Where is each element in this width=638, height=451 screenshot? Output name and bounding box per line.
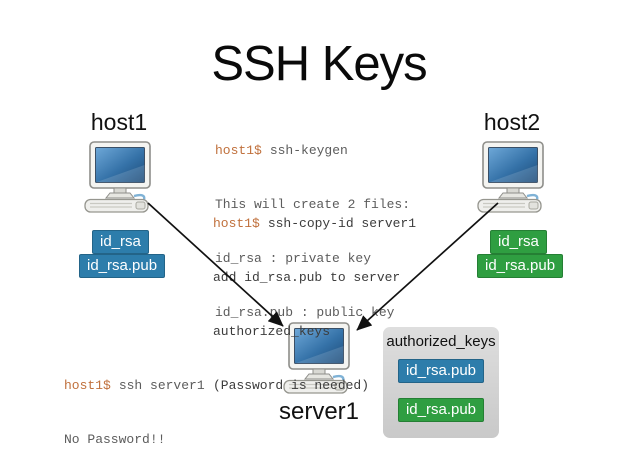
host1-label: host1 — [90, 109, 148, 135]
code-line: (Password is needed) — [213, 378, 370, 393]
code-line: add id_rsa.pub to server — [213, 270, 401, 285]
shell-command: ssh-copy-id server1 — [267, 216, 417, 231]
shell-prompt: host1$ — [215, 143, 262, 158]
code-line: authorized_keys — [213, 324, 331, 339]
host1-id-rsa-pub-badge: id_rsa.pub — [79, 254, 166, 278]
authorized-key-entry-host2: id_rsa.pub — [397, 398, 485, 422]
host2-label: host2 — [483, 109, 541, 135]
shell-prompt: host1$ — [64, 378, 111, 393]
code-line: No Password!! — [64, 432, 166, 447]
code-block-ssh-login: host1$ ssh server1 No Password!! — [64, 341, 205, 451]
server-label: server1 — [278, 398, 360, 425]
host1-id-rsa-badge: id_rsa — [92, 230, 149, 254]
host2-id-rsa-badge: id_rsa — [490, 230, 547, 254]
host2-id-rsa-pub-badge: id_rsa.pub — [477, 254, 564, 278]
authorized-keys-panel: authorized_keys id_rsa.pub id_rsa.pub — [383, 327, 499, 438]
host2-computer-icon — [477, 141, 545, 213]
slide-title: SSH Keys — [211, 37, 427, 91]
shell-command: ssh-keygen — [269, 143, 348, 158]
authorized-keys-title: authorized_keys — [386, 333, 496, 350]
host1-computer-icon — [84, 141, 152, 213]
shell-prompt: host1$ — [213, 216, 260, 231]
authorized-key-entry-host1: id_rsa.pub — [397, 359, 485, 383]
shell-command: ssh server1 — [118, 378, 205, 393]
